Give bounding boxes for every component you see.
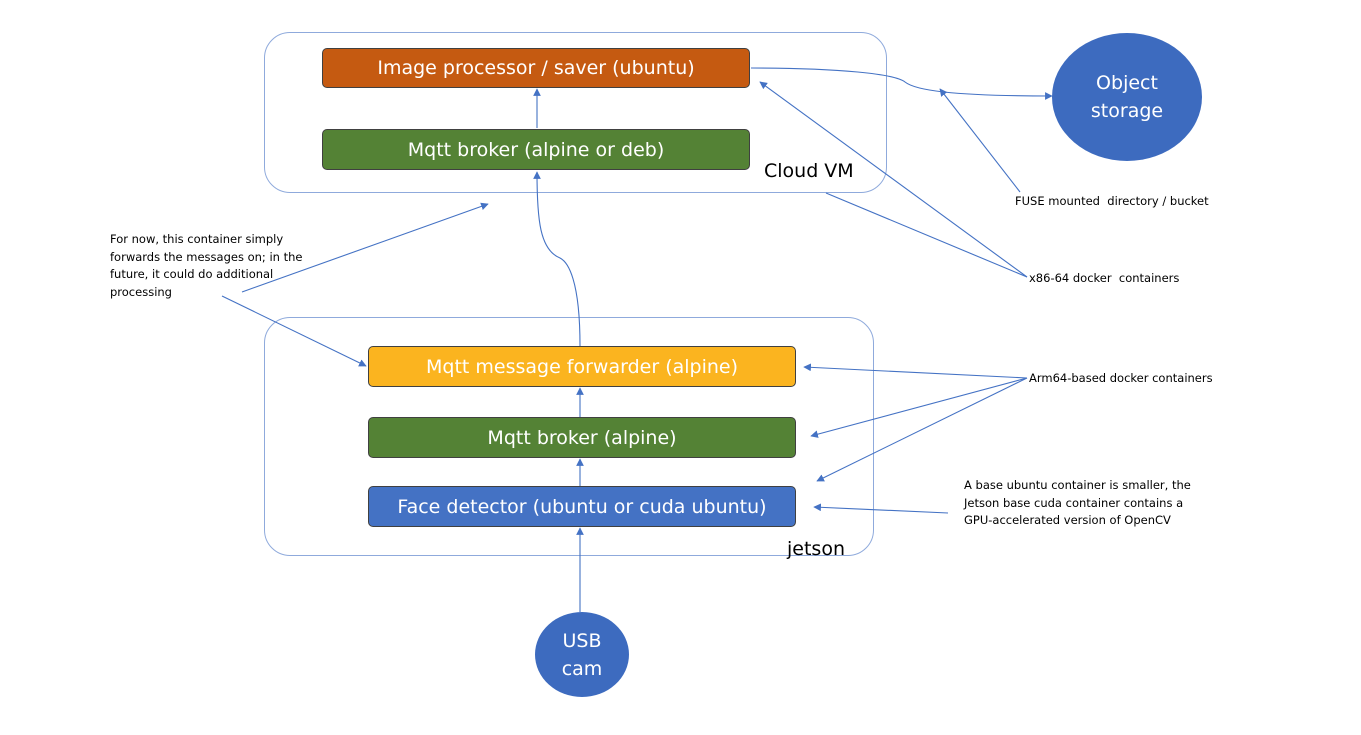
jetson-group bbox=[264, 317, 874, 556]
note-pointer-cloud bbox=[241, 202, 489, 293]
object-storage-label: Object storage bbox=[1090, 72, 1164, 122]
fuse-note: FUSE mounted directory / bucket bbox=[1015, 194, 1209, 208]
note-pointer-forwarder bbox=[221, 295, 367, 367]
arm64-note: Arm64-based docker containers bbox=[1029, 371, 1213, 385]
arm-pointer-broker bbox=[810, 377, 1028, 438]
object-storage-node: Object storage bbox=[1052, 33, 1202, 161]
x86-note: x86-64 docker containers bbox=[1029, 271, 1180, 285]
mqtt-forwarder-node: Mqtt message forwarder (alpine) bbox=[368, 346, 796, 387]
cloud-vm-group bbox=[264, 32, 887, 193]
arm-pointer-forwarder bbox=[803, 363, 1028, 379]
fuse-pointer bbox=[939, 88, 1021, 193]
usb-cam-label: USB cam bbox=[561, 629, 603, 680]
image-processor-node: Image processor / saver (ubuntu) bbox=[322, 48, 750, 88]
base-pointer-face bbox=[813, 503, 949, 514]
cloud-vm-label: Cloud VM bbox=[764, 160, 854, 182]
x86-pointer-processor bbox=[759, 81, 1028, 278]
mqtt-broker-jetson-node: Mqtt broker (alpine) bbox=[368, 417, 796, 458]
usb-cam-node: USB cam bbox=[535, 612, 629, 697]
mqtt-broker-cloud-node: Mqtt broker (alpine or deb) bbox=[322, 129, 750, 170]
base-ubuntu-note: A base ubuntu container is smaller, the … bbox=[964, 478, 1191, 527]
forwarder-to-cloud-broker-edge bbox=[533, 171, 581, 347]
face-detector-node: Face detector (ubuntu or cuda ubuntu) bbox=[368, 486, 796, 527]
arm-pointer-face bbox=[816, 377, 1028, 482]
processor-to-storage-edge bbox=[750, 67, 1053, 100]
forwarder-note: For now, this container simply forwards … bbox=[110, 232, 303, 299]
x86-pointer-cloudvm bbox=[825, 192, 1028, 278]
jetson-label: jetson bbox=[787, 538, 845, 560]
